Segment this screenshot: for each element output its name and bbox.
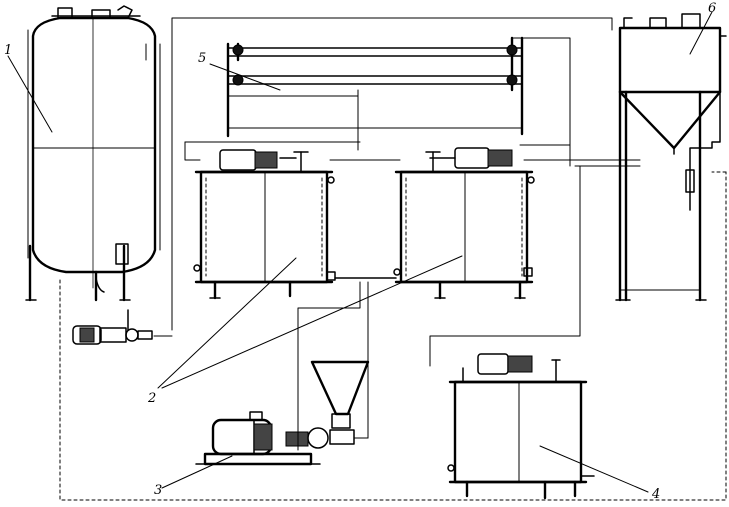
label-2: 2 [147, 391, 156, 406]
label-4: 4 [651, 487, 660, 502]
dashed-utility-line [59, 171, 727, 501]
mixing-tank-left [193, 149, 336, 300]
label-6: 6 [708, 1, 716, 16]
storage-tank-1 [25, 5, 161, 302]
label-3: 3 [154, 483, 162, 498]
mixing-tank-right [393, 147, 535, 300]
pump-with-hopper-3 [195, 281, 370, 466]
label-1: 1 [4, 43, 12, 58]
receiving-tank-4 [429, 165, 595, 500]
heat-exchanger-5 [226, 36, 524, 151]
hopper-tank-6 [615, 13, 727, 302]
top-pipeline [153, 17, 641, 337]
gear-pump-1 [72, 309, 153, 345]
label-5: 5 [198, 51, 206, 66]
